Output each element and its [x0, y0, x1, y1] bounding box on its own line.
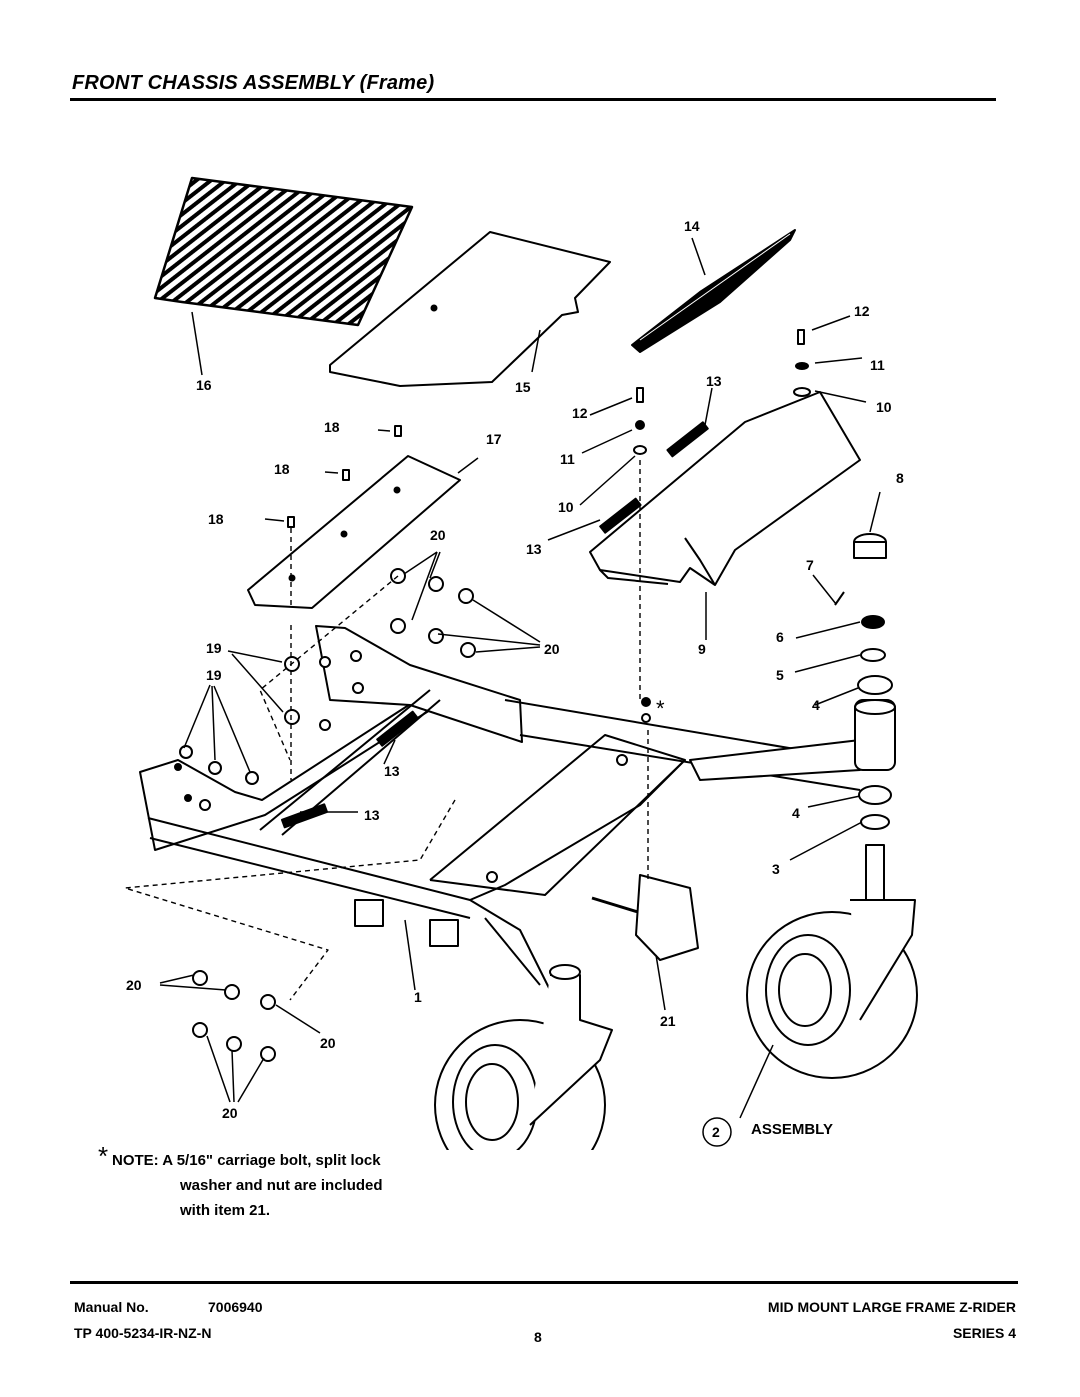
note-asterisk: * — [98, 1141, 109, 1171]
callout-5: 5 — [776, 667, 784, 683]
asterisk-marker: * — [656, 696, 665, 721]
page-title: FRONT CHASSIS ASSEMBLY (Frame) — [72, 72, 435, 94]
assembly-label: ASSEMBLY — [751, 1121, 833, 1138]
series-label: SERIES 4 — [952, 1325, 1016, 1341]
callout-17: 17 — [486, 431, 502, 447]
tp-number: TP 400-5234-IR-NZ-N — [74, 1325, 212, 1341]
callout-11-left: 11 — [560, 451, 575, 467]
page-number: 8 — [534, 1329, 542, 1345]
callout-20-bottom: 20 — [222, 1105, 238, 1121]
callout-20-top: 20 — [430, 527, 446, 543]
note-block: * NOTE: A 5/16" carriage bolt, split loc… — [98, 1143, 383, 1223]
callout-12-right: 12 — [854, 303, 870, 319]
callout-12-left: 12 — [572, 405, 588, 421]
spindle-stack — [834, 533, 893, 908]
small-screws — [287, 329, 811, 723]
callout-14: 14 — [684, 218, 700, 234]
callout-20-right: 20 — [320, 1035, 336, 1051]
callout-21: 21 — [660, 1013, 676, 1029]
callout-20-mid: 20 — [544, 641, 560, 657]
callout-13-cover: 13 — [526, 541, 542, 557]
assembly-lines — [124, 460, 649, 1001]
floor-pan-part — [329, 231, 611, 387]
floor-mat-part — [153, 176, 414, 327]
callout-16: 16 — [196, 377, 212, 393]
title-rule — [70, 98, 996, 101]
bumper-part — [591, 874, 699, 961]
callout-10-left: 10 — [558, 499, 574, 515]
callout-6: 6 — [776, 629, 784, 645]
callout-19-a: 19 — [206, 640, 222, 656]
grip-strip-part — [631, 229, 796, 353]
callout-3: 3 — [772, 861, 780, 877]
callout-19-b: 19 — [206, 667, 222, 683]
main-frame-part — [139, 625, 861, 1011]
callout-9: 9 — [698, 641, 706, 657]
callout-18-a: 18 — [324, 419, 340, 435]
callout-11-right: 11 — [870, 357, 885, 373]
callout-1: 1 — [414, 989, 422, 1005]
hex-nuts — [192, 568, 476, 1062]
callout-18-c: 18 — [208, 511, 224, 527]
footer-rule — [70, 1281, 1018, 1284]
exploded-parts-diagram: 16 15 14 12 11 10 13 12 11 10 13 18 18 1… — [124, 176, 918, 1150]
note-line-2: washer and nut are included — [180, 1177, 383, 1194]
callout-13-lower: 13 — [364, 807, 380, 823]
left-caster-wheel-part — [434, 964, 613, 1150]
callout-13-top: 13 — [706, 373, 722, 389]
note-line-3: with item 21. — [180, 1202, 271, 1219]
callout-4-bottom: 4 — [792, 805, 800, 821]
axle-arm-part — [689, 699, 896, 781]
carriage-bolts — [179, 650, 364, 785]
leader-lines — [159, 237, 881, 1119]
side-plate-part — [247, 455, 461, 609]
manual-label: Manual No. — [74, 1299, 149, 1315]
callout-13-frame: 13 — [384, 763, 400, 779]
callout-7: 7 — [806, 557, 814, 573]
callout-20-left: 20 — [126, 977, 142, 993]
callout-18-b: 18 — [274, 461, 290, 477]
front-cover-part — [589, 391, 861, 586]
product-name: MID MOUNT LARGE FRAME Z-RIDER — [767, 1299, 1016, 1315]
manual-number: 7006940 — [208, 1299, 263, 1315]
callout-2: 2 — [712, 1124, 720, 1140]
callout-4-top: 4 — [812, 697, 820, 713]
right-caster-wheel-part — [746, 899, 918, 1079]
callout-15: 15 — [515, 379, 531, 395]
note-line-1: NOTE: A 5/16" carriage bolt, split lock — [112, 1152, 381, 1169]
callout-10-right: 10 — [876, 399, 892, 415]
callout-8: 8 — [896, 470, 904, 486]
